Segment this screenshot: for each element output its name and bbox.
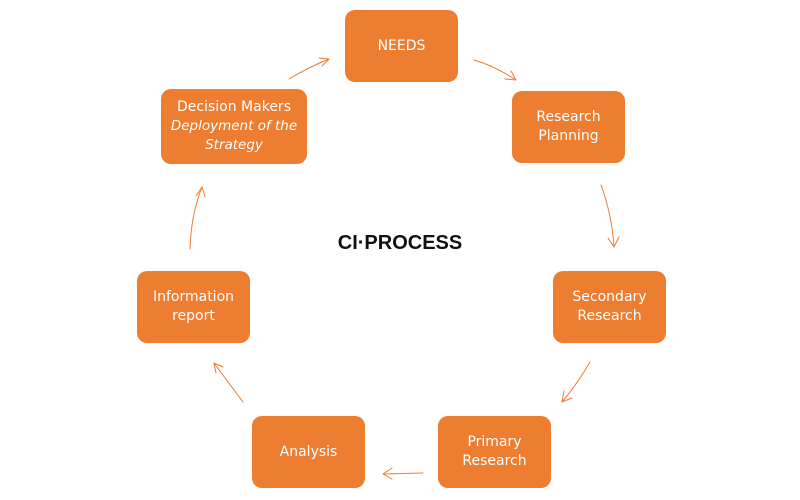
step-needs: NEEDS [345, 10, 458, 82]
step-analysis: Analysis [252, 416, 365, 488]
arrow-secondary-to-primary [561, 361, 591, 403]
step-label: Analysis [279, 443, 338, 460]
step-label: Research Planning [536, 109, 601, 144]
step-research-planning: Research Planning [512, 91, 625, 163]
step-label: Decision Makers [177, 99, 291, 115]
step-label: Information report [152, 289, 235, 324]
step-secondary-research: Secondary Research [553, 271, 666, 343]
step-decision-makers: Decision Makers Deployment of the Strate… [161, 89, 307, 164]
step-label: NEEDS [377, 37, 426, 54]
arrow-needs-to-planning [473, 59, 517, 81]
arrow-decision-to-needs [288, 57, 330, 80]
step-sublabel: Deployment of the Strategy [170, 118, 298, 153]
diagram-title: CI·PROCESS [337, 232, 463, 254]
arrow-report-to-decision [189, 186, 206, 250]
arrow-planning-to-secondary [600, 184, 620, 248]
step-primary-research: Primary Research [438, 416, 551, 488]
arrow-analysis-to-report [213, 362, 244, 403]
arrow-primary-to-analysis [382, 467, 424, 480]
step-label: Secondary Research [572, 289, 647, 324]
step-label: Primary Research [462, 434, 527, 469]
step-information-report: Information report [137, 271, 250, 343]
